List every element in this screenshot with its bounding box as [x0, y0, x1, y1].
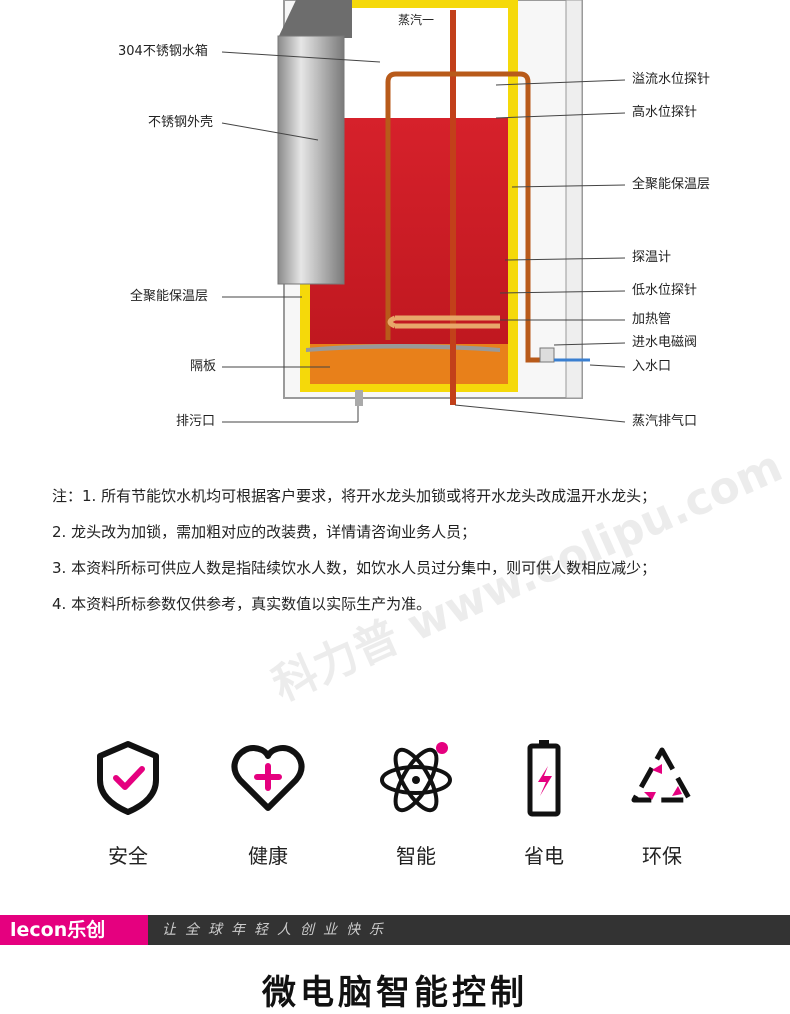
label-drain: 排污口: [176, 414, 216, 429]
solenoid-valve: [539, 347, 555, 363]
label-steel-tank: 304不锈钢水箱: [118, 44, 208, 59]
feature-health: 健康: [218, 738, 318, 869]
feature-power-saving: 省电: [494, 738, 594, 869]
steel-shell: [277, 35, 345, 285]
feature-label: 安全: [108, 844, 148, 868]
note-4: 4. 本资料所标参数仅供参考，真实数值以实际生产为准。: [52, 595, 432, 613]
battery-bolt-icon: [504, 738, 584, 818]
feature-label: 智能: [396, 844, 436, 868]
label-overflow-probe: 溢流水位探针: [632, 72, 711, 87]
overflow-pipe: [385, 71, 548, 363]
recycle-icon: [622, 738, 702, 818]
brand-logo: lecon乐创: [0, 915, 148, 945]
water-tank-diagram: [221, 0, 626, 423]
note-1: 注：1. 所有节能饮水机均可根据客户要求，将开水龙头加锁或将开水龙头改成温开水龙…: [52, 487, 657, 505]
label-thermometer: 探温计: [632, 250, 672, 265]
label-steel-shell: 不锈钢外壳: [148, 115, 214, 130]
section-heading: 微电脑智能控制: [262, 973, 528, 1013]
label-steam: 蒸汽一: [398, 13, 435, 27]
feature-eco: 环保: [612, 738, 712, 869]
label-insulation-left: 全聚能保温层: [130, 289, 209, 304]
label-insulation-right: 全聚能保温层: [632, 177, 711, 192]
shield-check-icon: [88, 738, 168, 818]
notes-block: 注：1. 所有节能饮水机均可根据客户要求，将开水龙头加锁或将开水龙头改成温开水龙…: [52, 478, 752, 622]
label-low-probe: 低水位探针: [632, 283, 698, 298]
label-water-inlet: 入水口: [632, 359, 672, 374]
label-solenoid-valve: 进水电磁阀: [632, 335, 698, 350]
note-2: 2. 龙头改为加锁，需加粗对应的改装费，详情请咨询业务人员；: [52, 523, 477, 541]
brand-slogan: 让全球年轻人创业快乐: [162, 922, 392, 938]
feature-label: 健康: [248, 844, 288, 868]
heart-plus-icon: [228, 738, 308, 818]
atom-icon: [376, 738, 456, 818]
label-heating-tube: 加热管: [632, 312, 672, 327]
heating-element: [387, 315, 500, 329]
note-3: 3. 本资料所标可供应人数是指陆续饮水人数，如饮水人员过分集中，则可供人数相应减…: [52, 559, 657, 577]
brand-banner: lecon乐创 让全球年轻人创业快乐: [0, 915, 790, 945]
feature-smart: 智能: [366, 738, 466, 869]
feature-label: 省电: [524, 844, 564, 868]
label-high-probe: 高水位探针: [632, 105, 698, 120]
feature-label: 环保: [642, 844, 682, 868]
label-partition: 隔板: [190, 359, 217, 374]
steam-pipe: [450, 10, 456, 405]
feature-safety: 安全: [78, 738, 178, 869]
label-steam-outlet: 蒸汽排气口: [632, 414, 698, 429]
steel-chimney: [278, 0, 352, 38]
sediment-layer: [310, 344, 508, 384]
drain-pipe: [355, 390, 363, 406]
